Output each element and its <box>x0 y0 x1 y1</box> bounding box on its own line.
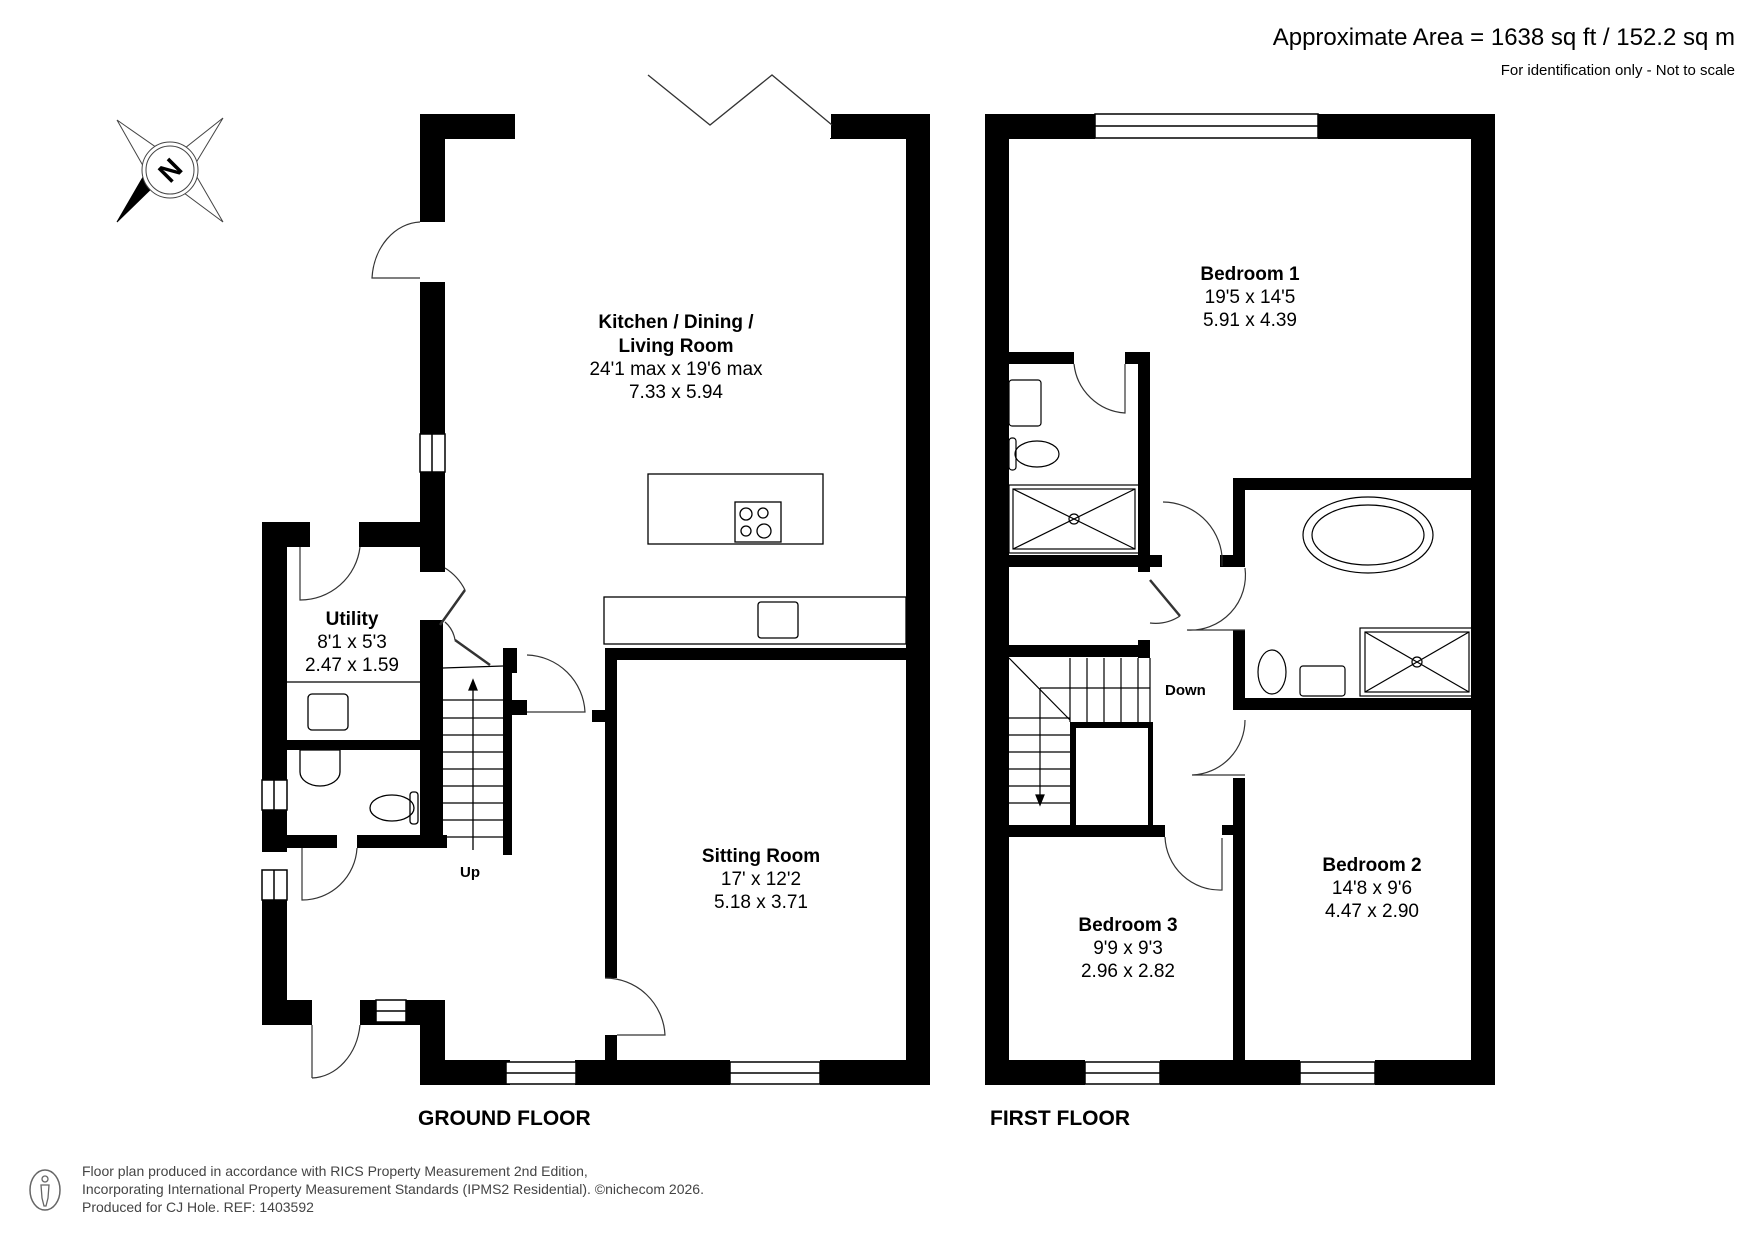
ground-floor-label: GROUND FLOOR <box>418 1107 591 1130</box>
first-floor-label: FIRST FLOOR <box>990 1107 1130 1130</box>
footer-notes: Floor plan produced in accordance with R… <box>82 1162 704 1216</box>
room-dim-utility-metric: 2.47 x 1.59 <box>305 655 399 676</box>
room-dim-sitting-imperial: 17' x 12'2 <box>721 869 801 890</box>
room-name-sitting: Sitting Room <box>702 846 820 867</box>
stairs-down-label: Down <box>1165 682 1206 699</box>
room-dim-kitchen-imperial: 24'1 max x 19'6 max <box>589 359 763 380</box>
room-dim-utility-imperial: 8'1 x 5'3 <box>317 632 387 653</box>
room-dim-bedroom2-imperial: 14'8 x 9'6 <box>1332 878 1412 899</box>
compass-north-icon: N <box>116 117 224 223</box>
room-name-kitchen: Kitchen / Dining / <box>598 312 754 333</box>
room-dim-bedroom3-imperial: 9'9 x 9'3 <box>1093 938 1163 959</box>
stairs-up-label: Up <box>460 864 480 881</box>
room-dim-sitting-metric: 5.18 x 3.71 <box>714 892 808 913</box>
room-dim-kitchen-metric: 7.33 x 5.94 <box>629 382 723 403</box>
footer-line-3: Produced for CJ Hole. REF: 1403592 <box>82 1199 314 1215</box>
approximate-area: Approximate Area = 1638 sq ft / 152.2 sq… <box>1272 24 1735 51</box>
room-name-utility: Utility <box>326 609 379 630</box>
bifold-door <box>647 74 833 126</box>
room-dim-bedroom3-metric: 2.96 x 2.82 <box>1081 961 1175 982</box>
disclaimer: For identification only - Not to scale <box>1500 62 1735 79</box>
ground-windows <box>261 114 831 1085</box>
room-dim-bedroom1-metric: 5.91 x 4.39 <box>1203 310 1297 331</box>
room-dim-bedroom2-metric: 4.47 x 2.90 <box>1325 901 1419 922</box>
room-name-bedroom3: Bedroom 3 <box>1078 915 1177 936</box>
door-swings <box>299 221 666 1079</box>
room-name-kitchen-2: Living Room <box>618 336 733 357</box>
room-name-bedroom1: Bedroom 1 <box>1200 264 1300 285</box>
bathroom-fittings <box>1008 379 1474 697</box>
footer-line-1: Floor plan produced in accordance with R… <box>82 1163 588 1179</box>
room-dim-bedroom1-imperial: 19'5 x 14'5 <box>1205 287 1296 308</box>
ground-floor-plan <box>262 114 930 1085</box>
stairs-down <box>1008 657 1151 807</box>
room-name-bedroom2: Bedroom 2 <box>1322 855 1421 876</box>
first-door-swings <box>1073 363 1247 891</box>
kitchen-fittings <box>287 473 907 825</box>
footer-line-2: Incorporating International Property Mea… <box>82 1181 704 1197</box>
stairs-up <box>442 665 504 850</box>
first-floor-plan <box>985 114 1495 1085</box>
first-windows <box>1084 113 1376 1085</box>
person-info-icon <box>29 1169 61 1211</box>
